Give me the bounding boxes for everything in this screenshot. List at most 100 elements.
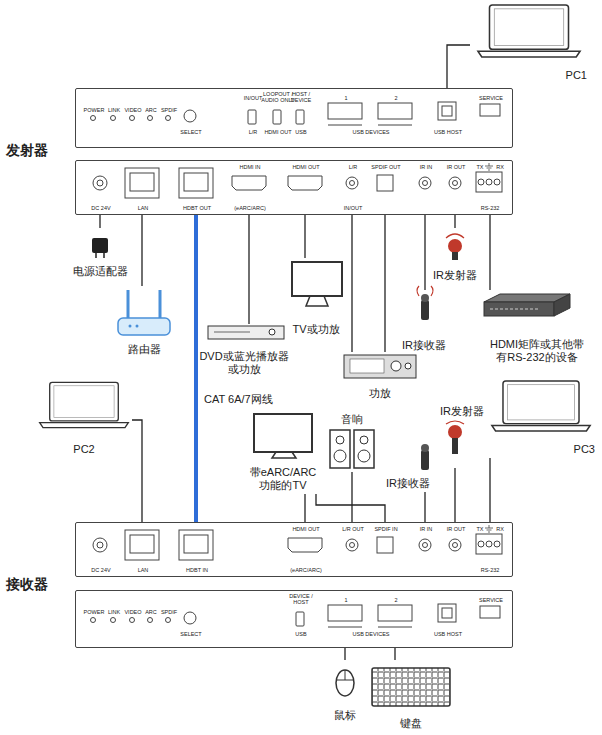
amplifier-icon	[405, 363, 411, 369]
port-label: SELECT	[171, 129, 211, 135]
tx-back-ports	[419, 177, 431, 189]
port-label: HDBT OUT	[177, 205, 217, 211]
device-label: DVD或蓝光播放器 或功放	[198, 350, 290, 378]
port-label: 1	[326, 597, 366, 603]
router-icon	[118, 318, 170, 335]
signal-cable	[351, 472, 352, 522]
tx-front-ports	[328, 125, 412, 126]
signal-cable	[454, 215, 455, 228]
signal-cable	[424, 215, 425, 290]
device-label: 路由器	[128, 343, 161, 357]
tx-front-ports	[111, 116, 116, 121]
laptop-icon	[492, 381, 590, 431]
amplifier-icon	[344, 355, 416, 378]
signal-cable	[316, 494, 385, 522]
port-label: RS-232	[470, 205, 510, 211]
device-label: IR接收器	[386, 477, 430, 491]
device-label: IR发射器	[433, 269, 477, 283]
port-label: USB	[281, 631, 321, 637]
rx-back-ports	[179, 530, 213, 560]
device-box: 键盘	[368, 660, 454, 732]
tx-back-ports	[476, 172, 502, 192]
rx-front-ports	[166, 618, 171, 623]
speaker-icon	[334, 450, 346, 462]
earc-tv-icon	[254, 414, 312, 452]
rx-back-ports	[419, 539, 431, 551]
ir-emitter-icon	[446, 421, 464, 424]
rx-back-ports	[486, 541, 492, 547]
rx-back-ports	[423, 543, 428, 548]
rx-front-ports	[296, 612, 304, 626]
tx-back-ports	[346, 177, 358, 189]
port-label: DEVICE / HOST	[287, 593, 315, 605]
port-label: LAN	[123, 205, 163, 211]
tx-back-ports	[449, 177, 461, 189]
device-box: PC3	[488, 378, 596, 458]
ir-emitter-icon	[448, 425, 462, 439]
rx-front-ports	[480, 606, 500, 618]
port-label: SERVICE	[471, 597, 511, 603]
port-label: RS-232	[470, 567, 510, 573]
hdmi-matrix-icon	[490, 309, 540, 310]
port-label: HOST / DEVICE	[287, 91, 315, 103]
ir-emitter-icon	[452, 438, 458, 454]
port-label: HDBT IN	[177, 567, 217, 573]
router-icon	[129, 325, 132, 328]
rx-back-ports	[494, 541, 500, 547]
tv-icon	[306, 296, 328, 306]
speaker-icon	[360, 436, 368, 444]
device-box: PC1	[470, 2, 588, 84]
device-label: PC2	[73, 443, 94, 457]
tx-back-ports	[97, 180, 103, 186]
device-label: 功放	[369, 387, 391, 401]
device-box: 功放	[340, 352, 420, 402]
power-adapter-icon	[92, 238, 108, 253]
port-label: USB HOST	[428, 129, 468, 135]
tx-front-ports	[91, 116, 96, 121]
device-box: HDMI矩阵或其他带 有RS-232的设备	[477, 290, 597, 366]
port-label: USB DEVICES	[351, 129, 391, 135]
device-box: DVD或蓝光播放器 或功放	[197, 324, 291, 378]
tx-back-ports	[423, 181, 428, 186]
device-box: 带eARC/ARC 功能的TV	[244, 412, 322, 494]
laptop-icon	[40, 5, 590, 431]
device-panel: POWERLINKVIDEOARCSPDIFSELECTIN/OUTL/RLOO…	[75, 88, 513, 148]
hdmi-matrix-icon	[484, 302, 554, 316]
unit-label: 接收器	[6, 576, 48, 594]
port-label: L/R	[333, 164, 373, 170]
port-label: TX	[472, 164, 488, 170]
device-label: PC1	[566, 69, 587, 83]
signal-cable	[489, 215, 490, 290]
signal-cable	[141, 215, 142, 286]
tx-back-ports	[93, 163, 502, 198]
keyboard-icon	[372, 668, 450, 706]
rx-front-ports	[91, 604, 501, 627]
port-label: USB	[281, 129, 321, 135]
device-box: IR接收器	[398, 290, 450, 354]
device-panel: POWERLINKVIDEOARCSPDIFSELECTDEVICE / HOS…	[75, 590, 513, 648]
tx-back-ports	[130, 173, 154, 191]
tv-icon	[292, 262, 342, 306]
rx-back-ports	[377, 537, 393, 553]
tx-back-ports	[288, 176, 322, 190]
ir-emitter-icon	[446, 234, 464, 238]
device-box: IR发射器	[438, 404, 486, 468]
rx-back-ports	[449, 539, 461, 551]
device-label: 电源适配器	[73, 265, 128, 279]
dvd-player-icon	[214, 332, 250, 333]
port-label: HDMI OUT	[286, 164, 326, 170]
ir-emitter-icon	[448, 239, 462, 253]
tx-front-ports	[442, 106, 452, 116]
rx-front-ports	[378, 605, 412, 621]
mouse-icon	[336, 670, 354, 696]
rx-back-ports	[476, 534, 502, 554]
port-label: USB HOST	[428, 631, 468, 637]
port-label: IR IN	[406, 526, 446, 532]
rx-back-ports	[346, 539, 358, 551]
tx-back-ports	[494, 179, 500, 185]
port-label: SERVICE	[471, 95, 511, 101]
tx-front-ports	[148, 116, 153, 121]
port-label: 2	[376, 597, 416, 603]
device-box: IR接收器	[382, 440, 434, 492]
signal-cable	[99, 215, 100, 228]
